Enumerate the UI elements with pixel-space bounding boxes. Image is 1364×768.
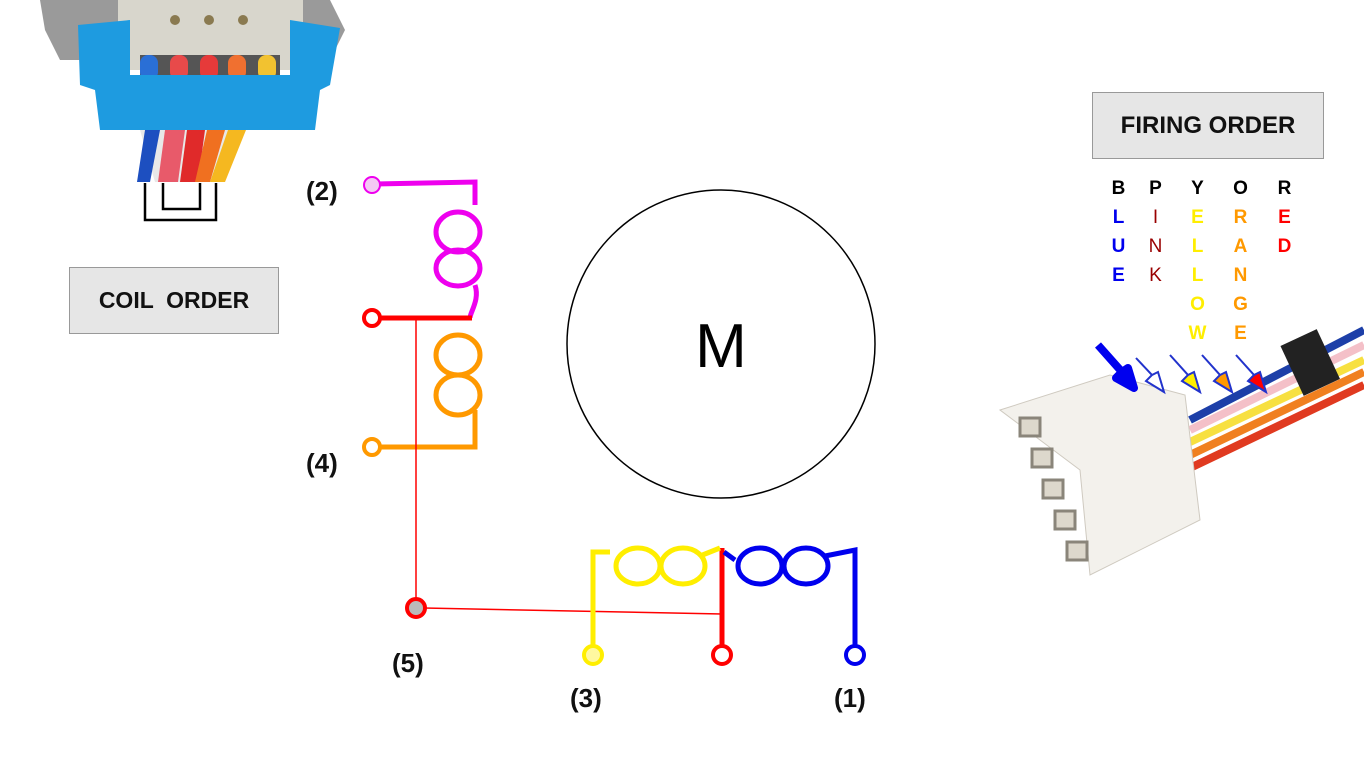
terminal-label-5: (5): [392, 648, 424, 678]
terminal-2: [363, 176, 381, 194]
firing-word-red: RED: [1274, 178, 1295, 265]
arrow-pink-icon: [1135, 357, 1166, 395]
arrow-blue-icon: [1095, 342, 1138, 392]
firing-word-orange: ORANGE: [1230, 178, 1251, 352]
terminal-5: [405, 597, 427, 619]
motor-connector-photo: [40, 0, 345, 182]
motor-circle: [566, 189, 876, 499]
arrow-orange-icon: [1201, 354, 1234, 395]
terminal-label-4: (4): [306, 448, 338, 478]
terminal-1: [844, 644, 866, 666]
arrow-yellow-icon: [1169, 354, 1202, 395]
firing-word-pink: PINK: [1145, 178, 1166, 294]
blue-coil: [722, 545, 858, 648]
red-common-wire: [379, 315, 725, 648]
terminal-label-2: (2): [306, 176, 338, 206]
coil-order-label: COIL ORDER: [69, 267, 279, 334]
firing-word-yellow: YELLOW: [1187, 178, 1208, 352]
terminal-label-1: (1): [834, 683, 866, 713]
firing-order-label: FIRING ORDER: [1092, 92, 1324, 159]
motor-label: M: [695, 312, 747, 381]
terminal-red-top: [362, 308, 382, 328]
terminal-red-bottom: [711, 644, 733, 666]
terminal-label-3: (3): [570, 683, 602, 713]
yellow-coil: [590, 545, 721, 648]
orange-coil: [379, 332, 483, 450]
firing-word-blue: BLUE: [1108, 178, 1129, 294]
pink-coil: [376, 179, 483, 319]
connector-bracket-icon: [143, 183, 218, 222]
firing-connector-photo: [998, 326, 1364, 576]
terminal-3: [582, 644, 604, 666]
terminal-4: [362, 437, 382, 457]
arrow-red-icon: [1235, 354, 1268, 395]
firing-arrows: [1095, 342, 1268, 395]
